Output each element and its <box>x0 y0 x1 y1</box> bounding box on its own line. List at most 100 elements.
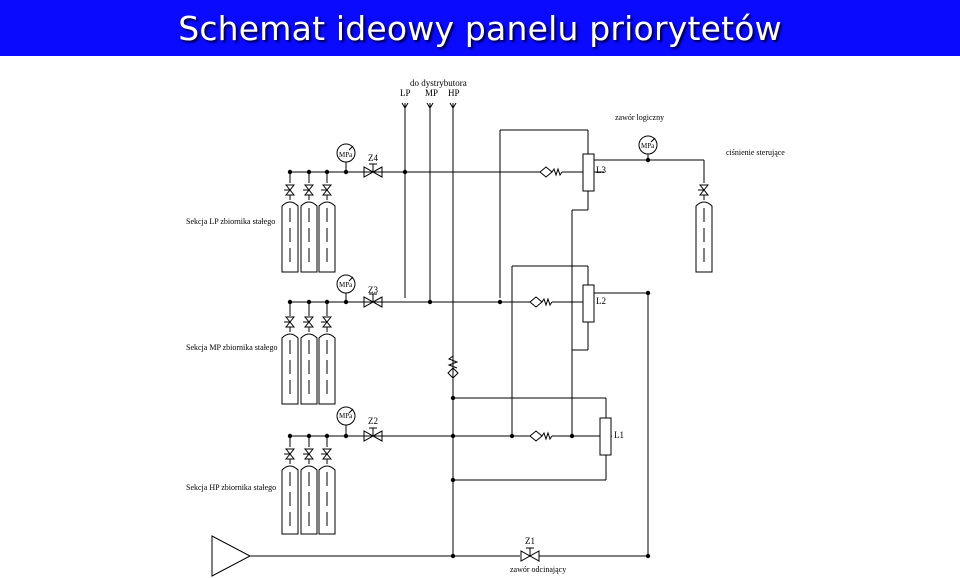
check-valve-ball <box>529 296 543 308</box>
gauge-label-control: MPa <box>641 142 655 150</box>
junction-dot <box>450 433 456 439</box>
check-valve-ball <box>529 430 543 442</box>
arrow-lp <box>401 102 409 109</box>
cylinder-valve-body <box>303 448 315 460</box>
valve-body <box>363 296 383 308</box>
junction-dot <box>306 299 312 305</box>
shutoff-valve-z2 <box>363 427 383 442</box>
cylinder-valve <box>698 184 710 196</box>
junction-dot <box>343 169 349 175</box>
pressure-gauge-z4 <box>336 143 356 163</box>
cylinder-valve-body <box>321 316 333 328</box>
cylinder-body <box>281 333 299 405</box>
logic-valve-l2 <box>582 284 595 323</box>
relief-valve <box>447 367 459 379</box>
cylinder-valve <box>321 316 333 328</box>
gauge-label-z4: MPa <box>339 151 353 159</box>
gas-cylinder <box>695 201 713 273</box>
cylinder-valve <box>303 316 315 328</box>
cylinder-body <box>281 465 299 535</box>
cylinder-valve-body <box>321 184 333 196</box>
pressure-gauge-control <box>638 135 658 155</box>
logic-valve-label: zawór logiczny <box>615 113 664 122</box>
cylinder-valve-body <box>321 448 333 460</box>
check-valve <box>529 296 553 308</box>
valve-z4-label: Z4 <box>368 153 378 163</box>
distributor-line-mp: MP <box>425 88 438 98</box>
junction-dot <box>287 169 293 175</box>
cylinder-body <box>318 465 336 535</box>
valve-body <box>363 430 383 442</box>
arrow-hp <box>449 102 457 109</box>
cylinder-valve-body <box>303 316 315 328</box>
junction-dot <box>324 169 330 175</box>
junction-dot <box>306 433 312 439</box>
junction-dot <box>324 299 330 305</box>
junction-dot <box>645 290 651 296</box>
gas-cylinder <box>318 201 336 273</box>
pressure-gauge-z2 <box>336 406 356 426</box>
gas-cylinder <box>318 333 336 405</box>
junction-dot <box>450 395 456 401</box>
cylinder-valve <box>321 448 333 460</box>
page-title: Schemat ideowy panelu priorytetów <box>178 8 782 48</box>
valve-z1-label: Z1 <box>525 536 535 546</box>
gauge-needle <box>348 276 354 282</box>
junction-dot <box>287 433 293 439</box>
valve-z2-label: Z2 <box>368 416 378 426</box>
gauge-dial <box>336 143 356 163</box>
cylinder-valve-body <box>284 184 296 196</box>
cylinder-valve-body <box>303 184 315 196</box>
gas-cylinder <box>300 201 318 273</box>
cylinder-valve <box>284 448 296 460</box>
control-pressure-label: ciśnienie sterujące <box>726 148 785 157</box>
junction-dots <box>287 157 651 559</box>
distributor-line-hp: HP <box>448 88 460 98</box>
gauge-dial <box>336 274 356 294</box>
section-hp-label: Sekcja HP zbiornika stałego <box>186 483 276 492</box>
junction-dot <box>306 169 312 175</box>
cylinder-valve <box>284 184 296 196</box>
compressor-symbol <box>211 535 252 577</box>
gauge-label-z3: MPa <box>339 281 353 289</box>
gas-cylinder <box>300 333 318 405</box>
shutoff-valve-label: zawór odcinający <box>510 565 566 574</box>
cylinder-valve <box>303 184 315 196</box>
junction-dot <box>497 299 503 305</box>
cylinder-body <box>318 333 336 405</box>
gas-cylinder <box>318 465 336 535</box>
section-mp-label: Sekcja MP zbiornika stałego <box>186 343 277 352</box>
cylinder-body <box>300 465 318 535</box>
cylinder-valve-body <box>698 184 710 196</box>
distributor-label: do dystrybutora <box>410 78 467 88</box>
gauge-needle <box>348 408 354 414</box>
junction-dot <box>645 553 651 559</box>
junction-dot <box>402 169 408 175</box>
gas-cylinder <box>281 465 299 535</box>
valve-body <box>363 166 383 178</box>
check-valve <box>529 430 553 442</box>
valve-body <box>520 550 540 562</box>
cylinder-body <box>318 201 336 273</box>
logic-valve-l3 <box>582 153 595 192</box>
junction-dot <box>645 157 651 163</box>
valve-z3-label: Z3 <box>368 285 378 295</box>
junction-dot <box>343 299 349 305</box>
gauge-label-z2: MPa <box>339 412 353 420</box>
gas-cylinder <box>300 465 318 535</box>
pipe-lines <box>250 103 705 557</box>
gas-cylinder <box>281 201 299 273</box>
junction-dot <box>509 433 515 439</box>
cylinder-valve <box>321 184 333 196</box>
title-bar: Schemat ideowy panelu priorytetów <box>0 0 960 56</box>
shutoff-valve-z3 <box>363 293 383 308</box>
distributor-line-lp: LP <box>400 88 411 98</box>
check-valve-spring <box>541 431 553 441</box>
gauge-needle <box>650 137 656 143</box>
section-lp-label: Sekcja LP zbiornika stałego <box>186 217 275 226</box>
logic-valve-l1-label: L1 <box>614 430 624 440</box>
cylinder-body <box>281 201 299 273</box>
cylinder-valve <box>284 316 296 328</box>
arrow-mp <box>426 102 434 109</box>
check-valve-spring <box>551 167 563 177</box>
